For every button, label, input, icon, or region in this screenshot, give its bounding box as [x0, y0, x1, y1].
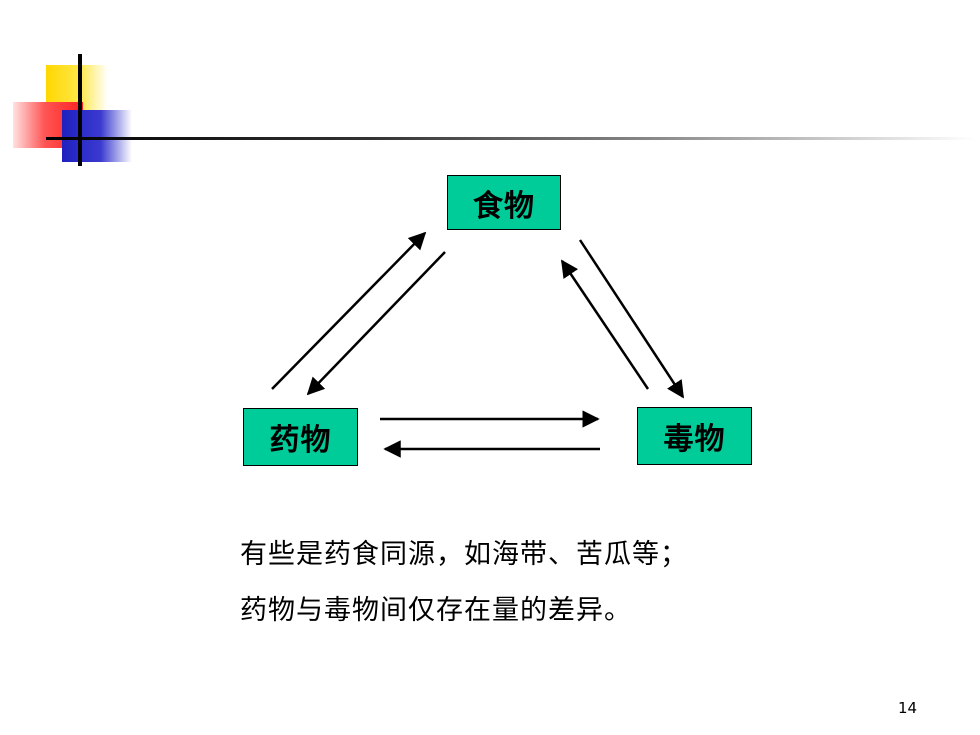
title-decoration-blue-square — [62, 110, 132, 162]
caption-line-2: 药物与毒物间仅存在量的差异。 — [240, 595, 632, 626]
title-divider-line — [46, 137, 976, 140]
arrow-drug-to-food — [271, 231, 427, 390]
node-poison: 毒物 — [637, 407, 752, 465]
node-food: 食物 — [447, 175, 561, 230]
arrow-food-to-drug — [306, 251, 446, 396]
arrow-poison-to-food — [560, 259, 650, 390]
page-number: 14 — [898, 699, 918, 717]
arrow-food-to-poison — [578, 239, 685, 399]
title-vertical-bar — [78, 54, 82, 166]
node-drug: 药物 — [243, 408, 358, 466]
caption-line-1: 有些是药食同源，如海带、苦瓜等； — [240, 539, 688, 570]
